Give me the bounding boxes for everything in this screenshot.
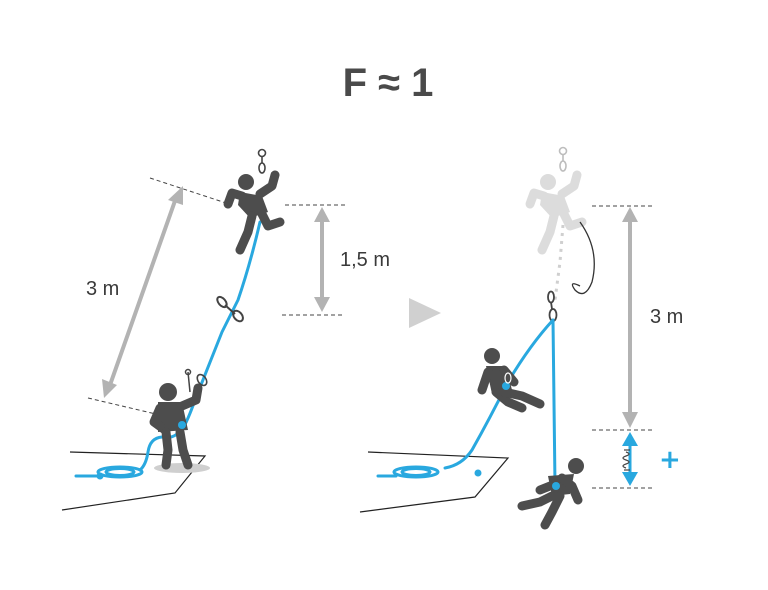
extra-sign: + — [659, 445, 681, 475]
lifted-belayer — [477, 348, 545, 413]
stretch-arrow — [622, 432, 638, 486]
left-height-arrow — [314, 207, 330, 312]
left-bottom-guide — [87, 397, 161, 416]
fall-trajectory — [571, 221, 595, 295]
fallen-climber — [517, 458, 584, 530]
quickdraw-icon — [547, 290, 558, 322]
spring-icon — [622, 449, 630, 471]
right-fall-arrow — [622, 207, 638, 428]
next-arrow-icon — [409, 298, 441, 328]
quickdraw-icon — [216, 295, 244, 323]
left-distance-arrow — [102, 186, 183, 398]
right-ground — [359, 451, 510, 513]
right-panel: 3 m + — [359, 146, 683, 530]
anchor-icon — [558, 146, 568, 172]
left-rope — [138, 220, 262, 472]
left-distance-label: 3 m — [86, 278, 119, 300]
left-height-label: 1,5 m — [340, 249, 390, 271]
left-ground — [61, 451, 207, 511]
anchor-icon — [257, 148, 267, 174]
belayer — [149, 368, 208, 470]
left-top-guide — [149, 177, 233, 206]
diagram-title: F ≈ 1 — [343, 61, 434, 105]
right-rope — [443, 318, 557, 487]
right-fall-label: 3 m — [650, 306, 683, 328]
lead-climber — [223, 170, 285, 255]
left-panel: 3 m 1,5 m — [61, 148, 390, 511]
ghost-climber — [525, 146, 587, 301]
